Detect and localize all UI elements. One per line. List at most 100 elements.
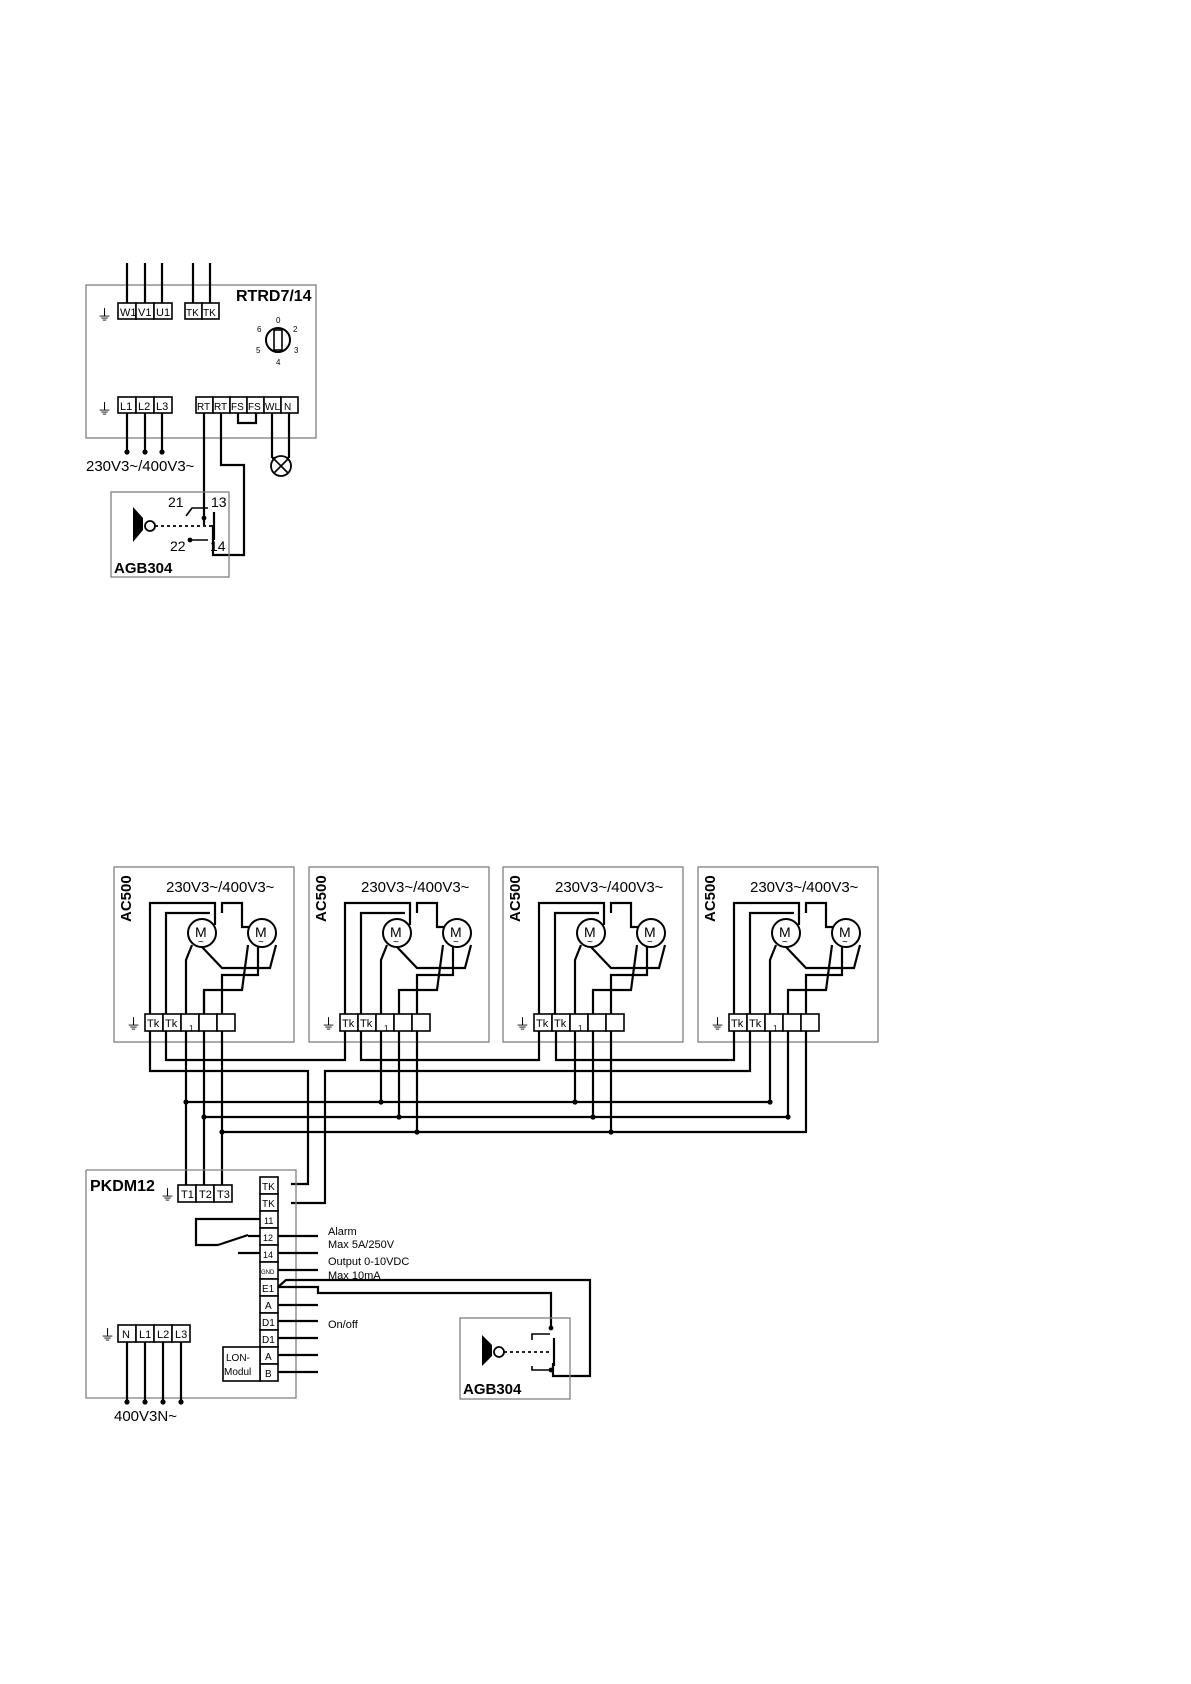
agb304-top-enclosure — [110, 491, 230, 578]
warning-lamp-icon — [270, 455, 292, 477]
pkdm12-controller: PKDM12 ⏚ T1 T2 T3 TK TK 11 12 14 GND E1 … — [85, 1169, 592, 1425]
svg-text:M: M — [450, 924, 462, 940]
ac500-title: AC500 — [507, 875, 524, 922]
terminal-1: 1 — [773, 1024, 778, 1033]
terminal-tk-1: TK — [186, 308, 199, 319]
terminal-e1: E1 — [262, 1284, 275, 1295]
svg-text:~: ~ — [587, 937, 593, 948]
limit-switch-icon — [133, 507, 216, 543]
motor-icon: M ~ — [187, 918, 217, 948]
bus-wiring — [148, 1031, 808, 1205]
terminal-t2: T2 — [199, 1189, 212, 1201]
motor-icon: M ~ — [442, 918, 472, 948]
ac500-title: AC500 — [702, 875, 719, 922]
speed-dial-icon — [265, 327, 291, 353]
ground-symbol: ⏚ — [100, 1327, 115, 1344]
terminal-l1: L1 — [139, 1329, 151, 1341]
svg-text:~: ~ — [393, 937, 399, 948]
dial-mark-3: 3 — [294, 346, 299, 355]
svg-text:M: M — [390, 924, 402, 940]
terminal-tk-2: TK — [262, 1199, 275, 1210]
terminal-tk-2: Tk — [165, 1018, 178, 1030]
ground-symbol: ⏚ — [321, 1016, 336, 1033]
terminal-d1-2: D1 — [262, 1335, 275, 1346]
terminal-tk-1: Tk — [342, 1018, 355, 1030]
terminal-rt-1: RT — [197, 402, 210, 413]
ground-symbol: ⏚ — [97, 307, 112, 324]
svg-text:M: M — [839, 924, 851, 940]
rtrd-supply-label: 230V3~/400V3~ — [86, 458, 195, 475]
terminal-14: 14 — [263, 1250, 273, 1260]
ac500-unit-3: AC500 230V3~/400V3~ M ~ M ~ ⏚ Tk Tk 1 — [502, 866, 684, 1043]
limit-switch-icon — [482, 1325, 556, 1373]
dial-mark-2: 2 — [293, 325, 298, 334]
terminal-lon-a: A — [265, 1352, 272, 1363]
terminal-v1: V1 — [138, 307, 151, 319]
terminal-w1: W1 — [120, 307, 137, 319]
contact-21: 21 — [168, 494, 184, 510]
terminal-l3: L3 — [156, 401, 168, 413]
svg-text:~: ~ — [453, 937, 459, 948]
terminal-fs-1: FS — [231, 402, 244, 413]
terminal-n: N — [284, 402, 291, 413]
agb304-top-title: AGB304 — [114, 560, 173, 577]
ground-symbol: ⏚ — [160, 1187, 175, 1204]
pkdm-supply-label: 400V3N~ — [114, 1408, 177, 1425]
ac500-unit-4: AC500 230V3~/400V3~ M ~ M ~ ⏚ Tk Tk 1 — [697, 866, 879, 1043]
terminal-u1: U1 — [156, 307, 170, 319]
terminal-11: 11 — [264, 1216, 273, 1226]
contact-13: 13 — [211, 494, 227, 510]
terminal-gnd: GND — [261, 1270, 275, 1276]
terminal-tk-2: Tk — [749, 1018, 762, 1030]
ac500-supply-label: 230V3~/400V3~ — [555, 879, 664, 896]
rtrd-enclosure — [85, 284, 317, 439]
svg-text:~: ~ — [647, 937, 653, 948]
terminal-wl: WL — [265, 402, 280, 413]
motor-icon: M ~ — [831, 918, 861, 948]
motor-icon: M ~ — [576, 918, 606, 948]
output-label: Output 0-10VDC — [328, 1256, 409, 1268]
terminal-a: A — [265, 1301, 272, 1312]
ground-symbol: ⏚ — [97, 401, 112, 418]
motor-icon: M ~ — [382, 918, 412, 948]
terminal-lon-b: B — [265, 1369, 272, 1380]
terminal-rt-2: RT — [214, 402, 227, 413]
ac500-unit-2: AC500 230V3~/400V3~ M ~ M ~ ⏚ Tk Tk 1 — [308, 866, 490, 1043]
lon-module-label-2: Modul — [224, 1367, 251, 1378]
contact-22: 22 — [170, 538, 186, 554]
ac500-title: AC500 — [313, 875, 330, 922]
terminal-fs-2: FS — [248, 402, 261, 413]
svg-text:~: ~ — [842, 937, 848, 948]
agb304-bottom: AGB304 — [459, 1317, 571, 1400]
terminal-d1-1: D1 — [262, 1318, 275, 1329]
svg-text:M: M — [644, 924, 656, 940]
dial-mark-4: 4 — [276, 358, 281, 367]
alarm-label: Alarm — [328, 1226, 357, 1238]
terminal-tk-1: TK — [262, 1182, 275, 1193]
terminal-tk-2: TK — [203, 308, 216, 319]
svg-text:~: ~ — [198, 937, 204, 948]
rtrd-title: RTRD7/14 — [236, 288, 312, 305]
terminal-tk-1: Tk — [147, 1018, 160, 1030]
terminal-12: 12 — [263, 1233, 273, 1243]
ac500-supply-label: 230V3~/400V3~ — [166, 879, 275, 896]
svg-text:M: M — [195, 924, 207, 940]
ground-symbol: ⏚ — [515, 1016, 530, 1033]
svg-text:~: ~ — [258, 937, 264, 948]
svg-text:~: ~ — [782, 937, 788, 948]
terminal-tk-1: Tk — [731, 1018, 744, 1030]
alarm-rating: Max 5A/250V — [328, 1239, 395, 1251]
pkdm-title: PKDM12 — [90, 1178, 155, 1195]
terminal-tk-1: Tk — [536, 1018, 549, 1030]
rtrd-controller: RTRD7/14 ⏚ W1 V1 U1 TK TK 0 2 3 4 5 6 ⏚ — [85, 263, 317, 557]
terminal-1: 1 — [189, 1024, 194, 1033]
ground-symbol: ⏚ — [126, 1016, 141, 1033]
onoff-label: On/off — [328, 1319, 359, 1331]
terminal-tk-2: Tk — [554, 1018, 567, 1030]
contact-14: 14 — [210, 538, 226, 554]
terminal-t1: T1 — [181, 1189, 194, 1201]
terminal-t3: T3 — [217, 1189, 230, 1201]
dial-mark-6: 6 — [257, 325, 262, 334]
ac500-supply-label: 230V3~/400V3~ — [361, 879, 470, 896]
